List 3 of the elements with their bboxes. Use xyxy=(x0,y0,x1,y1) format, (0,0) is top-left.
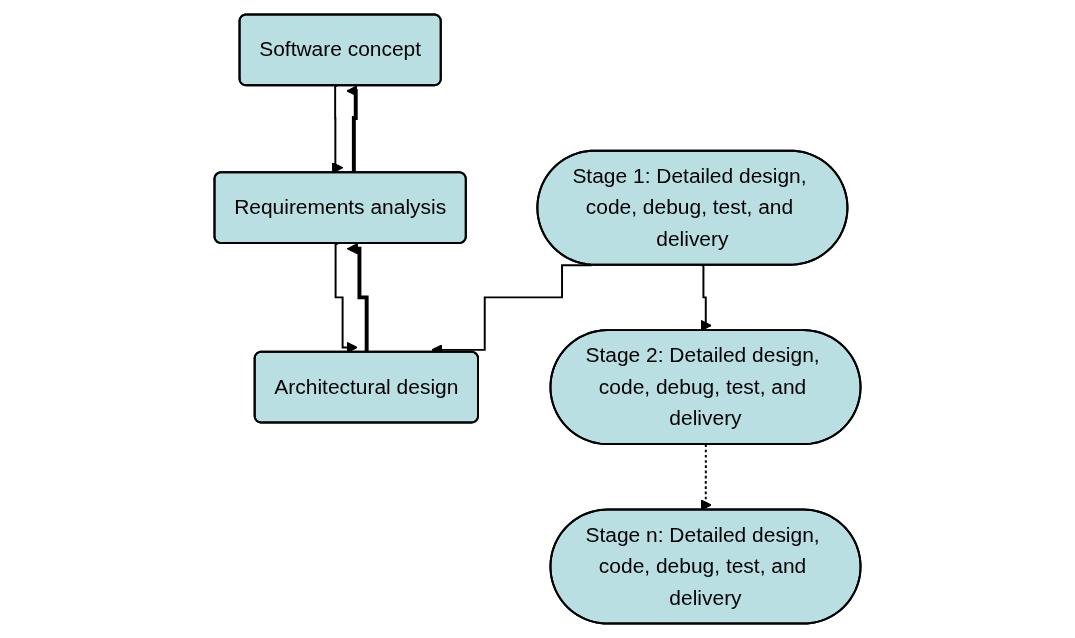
arrow xyxy=(700,443,712,511)
arrow xyxy=(700,264,712,332)
arrow xyxy=(331,84,344,174)
